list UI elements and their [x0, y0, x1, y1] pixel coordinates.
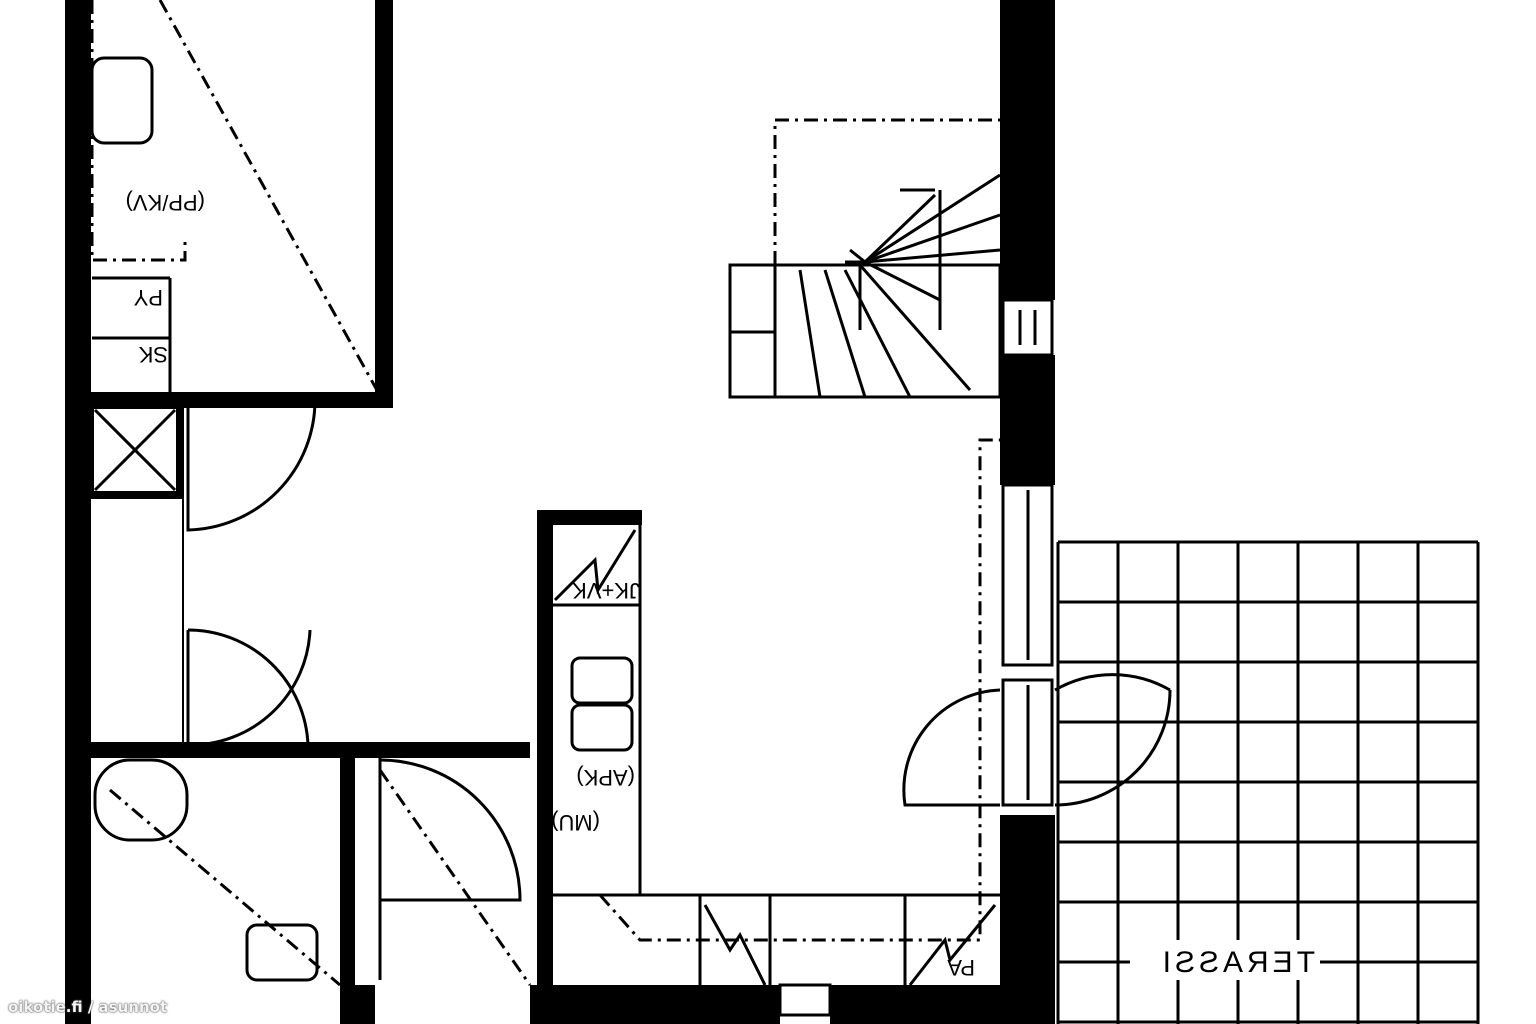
stairs [728, 118, 1002, 399]
watermark: oikotie.fi / asunnot [8, 998, 168, 1016]
fixtures [90, 0, 1172, 1017]
label-py: PY [133, 285, 163, 310]
label-sk: SK [138, 342, 168, 367]
label-bathroom: (PP/KV) [126, 190, 205, 215]
room-labels: (PP/KV) PY SK JK+VK (APK) (MU) PA TERASS… [126, 190, 1320, 980]
label-pa: PA [947, 955, 975, 980]
label-terrace: TERASSI [1159, 946, 1315, 979]
label-kitchen-mu: (MU) [551, 810, 600, 835]
walls [65, 0, 1055, 1024]
label-kitchen-apk: (APK) [576, 765, 635, 790]
label-kitchen-top: JK+VK [572, 578, 640, 603]
